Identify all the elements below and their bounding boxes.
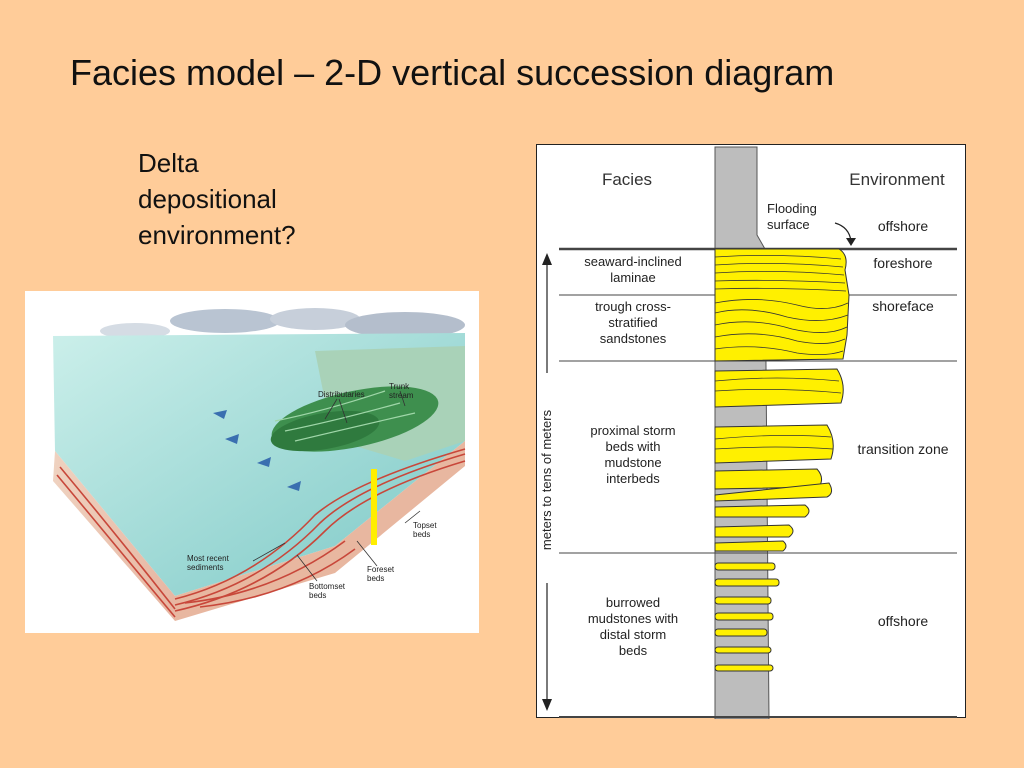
distal-storm-beds: [714, 562, 780, 672]
question-line: environment?: [138, 220, 296, 250]
storm-bed-laminae: [714, 377, 842, 450]
delta-illustration-svg: Distributaries Trunk stream Topset beds …: [53, 308, 466, 621]
scale-axis-label: meters to tens of meters: [539, 409, 554, 550]
label-most-recent-sediments: Most recent: [187, 554, 230, 563]
facies-label: seaward-inclined: [584, 254, 682, 269]
delta-block-diagram: Distributaries Trunk stream Topset beds …: [25, 291, 479, 633]
facies-label: laminae: [610, 270, 656, 285]
sandstone-upper: [714, 248, 850, 362]
facies-label: burrowed: [606, 595, 660, 610]
environment-label: offshore: [878, 613, 929, 629]
flow-arrows: [213, 410, 301, 491]
facies-label: beds: [619, 643, 648, 658]
label-bottomset-beds: Bottomset: [309, 582, 346, 591]
facies-label: proximal storm: [590, 423, 675, 438]
environment-label: foreshore: [873, 255, 932, 271]
section-right: [175, 441, 465, 621]
question-text: Delta depositional environment?: [138, 145, 296, 253]
label-foreset-beds: beds: [367, 574, 384, 583]
facies-label: trough cross-: [595, 299, 671, 314]
leader-lines: [252, 390, 421, 582]
flooding-surface-label: surface: [767, 217, 810, 232]
delta-lobe: [270, 386, 439, 452]
environment-label: transition zone: [857, 441, 948, 457]
clouds: [100, 308, 465, 339]
facies-label: sandstones: [600, 331, 667, 346]
axis-up-arrow-icon: [542, 253, 552, 265]
axis-down-arrow-icon: [542, 699, 552, 711]
header-environment: Environment: [849, 170, 945, 189]
facies-label: beds with: [606, 439, 661, 454]
label-topset-beds: beds: [413, 530, 430, 539]
slide-title: Facies model – 2-D vertical succession d…: [70, 52, 835, 93]
label-most-recent-sediments: sediments: [187, 563, 223, 572]
label-distributaries: Distributaries: [318, 390, 365, 399]
section-marker: [371, 469, 377, 545]
section-front: [53, 451, 175, 621]
label-foreset-beds: Foreset: [367, 565, 395, 574]
label-trunk-stream: Trunk: [389, 382, 410, 391]
arrow-head-icon: [846, 238, 856, 246]
sediment-layers: [56, 448, 466, 618]
header-facies: Facies: [602, 170, 652, 189]
vertical-succession-diagram: Facies Environment: [536, 144, 966, 720]
facies-label: stratified: [608, 315, 657, 330]
label-trunk-stream: stream: [389, 391, 414, 400]
flooding-surface-label: Flooding: [767, 201, 817, 216]
label-topset-beds: Topset: [413, 521, 437, 530]
succession-svg: Facies Environment: [539, 146, 957, 720]
label-bottomset-beds: beds: [309, 591, 326, 600]
environment-offshore-top: offshore: [878, 218, 929, 234]
environment-label: shoreface: [872, 298, 934, 314]
question-line: Delta: [138, 148, 199, 178]
facies-label: distal storm: [600, 627, 666, 642]
lamination-lines: [714, 255, 849, 355]
facies-label: mudstone: [604, 455, 661, 470]
facies-label: interbeds: [606, 471, 660, 486]
question-line: depositional: [138, 184, 277, 214]
facies-label: mudstones with: [588, 611, 678, 626]
